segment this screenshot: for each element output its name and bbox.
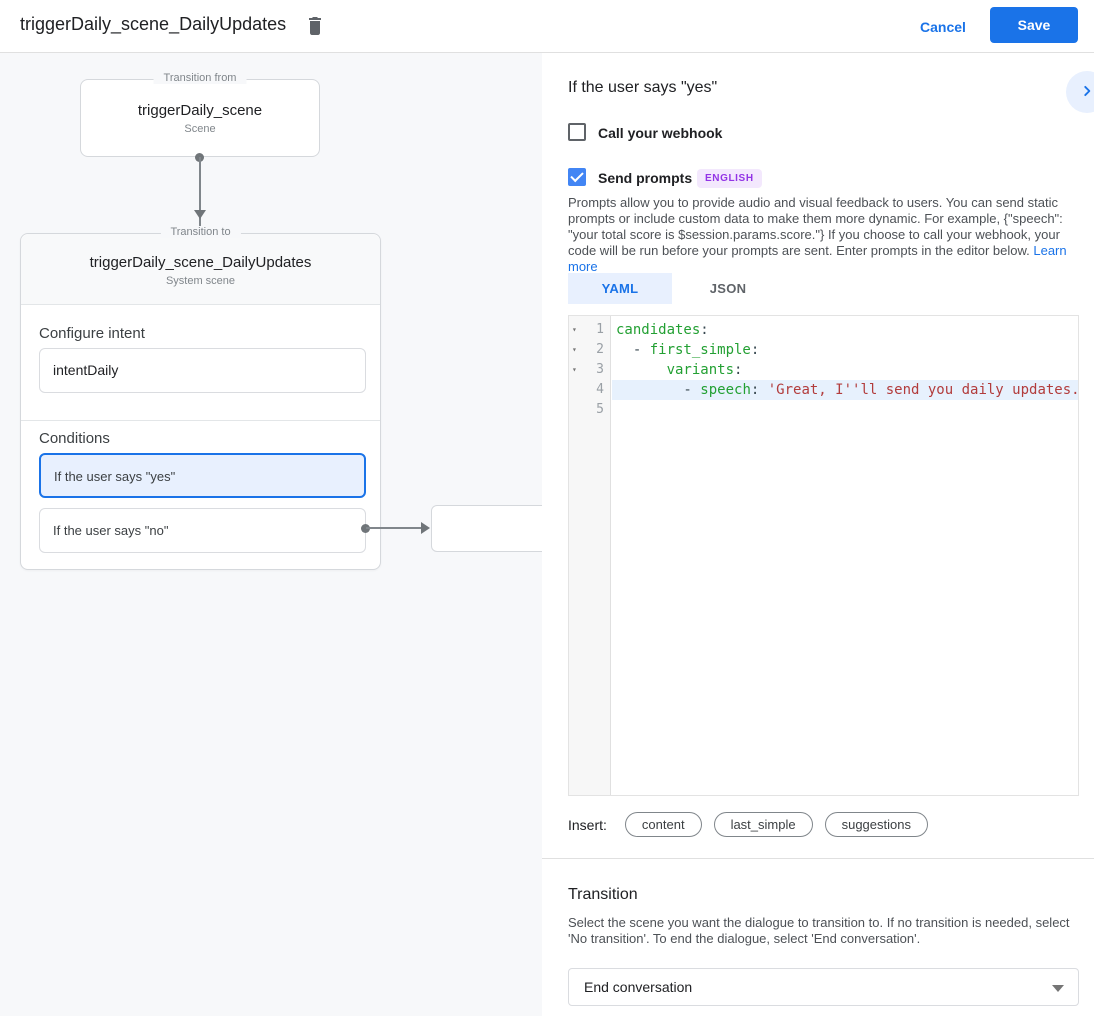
- insert-chip-content[interactable]: content: [624, 812, 702, 837]
- code-token: -: [616, 342, 650, 358]
- code-line-5[interactable]: 5: [569, 400, 1078, 420]
- code-line-1[interactable]: ▾ 1 candidates:: [569, 320, 1078, 340]
- cancel-button[interactable]: Cancel: [908, 9, 978, 45]
- send-prompts-label: Send prompts: [598, 170, 693, 186]
- condition-item-no[interactable]: If the user says "no": [39, 508, 366, 553]
- line-number: 4: [596, 382, 604, 397]
- code-text: - first_simple:: [612, 340, 1078, 360]
- condition-target-node[interactable]: [431, 505, 542, 552]
- code-token: variants: [666, 362, 735, 378]
- fold-arrow-icon[interactable]: ▾: [572, 325, 577, 334]
- transition-description: Select the scene you want the dialogue t…: [568, 915, 1070, 946]
- conditions-heading: Conditions: [39, 430, 110, 447]
- condition-connector-dot: [361, 524, 370, 533]
- transition-from-legend: Transition from: [153, 72, 247, 84]
- condition-label: If the user says "no": [53, 523, 169, 538]
- condition-label: If the user says "yes": [54, 469, 176, 484]
- call-webhook-label: Call your webhook: [598, 125, 723, 141]
- gutter-cell: 4: [569, 380, 612, 400]
- configure-intent-heading: Configure intent: [39, 325, 145, 342]
- code-token: :: [750, 342, 760, 358]
- editor-rows: ▾ 1 candidates: ▾ 2 - first_simple: ▾: [569, 320, 1078, 420]
- from-scene-name: triggerDaily_scene: [137, 102, 263, 119]
- code-token: candidates: [616, 322, 701, 338]
- prompts-description: Prompts allow you to provide audio and v…: [568, 195, 1080, 275]
- code-line-2[interactable]: ▾ 2 - first_simple:: [569, 340, 1078, 360]
- scene-card-header[interactable]: triggerDaily_scene_DailyUpdates System s…: [21, 234, 380, 305]
- card-divider: [21, 420, 380, 421]
- delete-button[interactable]: [302, 13, 328, 39]
- gutter-cell: 5: [569, 400, 612, 420]
- condition-detail-panel: If the user says "yes" Call your webhook…: [542, 53, 1094, 1016]
- code-token: :: [734, 362, 743, 378]
- code-text: candidates:: [612, 320, 1078, 340]
- transition-to-legend: Transition to: [160, 226, 241, 238]
- learn-more-link[interactable]: Learn more: [568, 243, 1067, 274]
- flow-connector-arrowhead: [194, 210, 206, 219]
- code-line-4[interactable]: 4 - speech: 'Great, I''ll send you daily…: [569, 380, 1078, 400]
- tab-yaml[interactable]: YAML: [568, 273, 672, 304]
- insert-label: Insert:: [568, 816, 607, 833]
- dropdown-caret-icon: [1052, 985, 1064, 992]
- tab-json[interactable]: JSON: [709, 281, 747, 296]
- gutter-cell: ▾ 2: [569, 340, 612, 360]
- line-number: 1: [596, 322, 604, 337]
- transition-to-node: Transition to triggerDaily_scene_DailyUp…: [20, 226, 381, 570]
- language-badge: ENGLISH: [697, 169, 762, 188]
- fold-arrow-icon[interactable]: ▾: [572, 365, 577, 374]
- save-button[interactable]: Save: [990, 7, 1078, 43]
- fold-arrow-icon[interactable]: ▾: [572, 345, 577, 354]
- line-number: 2: [596, 342, 604, 357]
- intent-name: intentDaily: [53, 362, 119, 378]
- flow-diagram-panel: Transition from triggerDaily_scene Scene…: [0, 53, 542, 1016]
- send-prompts-checkbox[interactable]: [568, 168, 586, 186]
- code-text: [612, 400, 1078, 420]
- gutter-cell: ▾ 3: [569, 360, 612, 380]
- from-scene-type: Scene: [184, 123, 216, 135]
- transition-from-node[interactable]: Transition from triggerDaily_scene Scene: [80, 72, 320, 157]
- gutter-cell: ▾ 1: [569, 320, 612, 340]
- collapse-panel-button[interactable]: [1066, 71, 1094, 113]
- section-divider: [542, 858, 1094, 859]
- transition-heading: Transition: [568, 886, 638, 903]
- code-token: [616, 362, 667, 378]
- chevron-right-icon: [1080, 85, 1094, 101]
- code-token: first_simple: [649, 342, 751, 358]
- code-line-3[interactable]: ▾ 3 variants:: [569, 360, 1078, 380]
- editor-tabs: YAML JSON: [568, 273, 784, 304]
- insert-chip-last-simple[interactable]: last_simple: [713, 812, 813, 837]
- transition-select[interactable]: End conversation: [568, 968, 1079, 1006]
- code-token: -: [616, 382, 701, 398]
- code-text: variants:: [612, 360, 1078, 380]
- code-token: speech: [700, 382, 751, 398]
- code-token: :: [750, 382, 768, 398]
- to-scene-name: triggerDaily_scene_DailyUpdates: [89, 254, 312, 271]
- trash-icon: [305, 16, 325, 39]
- top-bar: triggerDaily_scene_DailyUpdates Cancel S…: [0, 0, 1094, 53]
- page-title: triggerDaily_scene_DailyUpdates: [20, 14, 287, 34]
- line-number: 5: [596, 402, 604, 417]
- yaml-code-editor[interactable]: ▾ 1 candidates: ▾ 2 - first_simple: ▾: [568, 315, 1079, 796]
- condition-item-yes[interactable]: If the user says "yes": [39, 453, 366, 498]
- to-scene-type: System scene: [165, 275, 236, 287]
- condition-connector-line: [366, 527, 422, 529]
- prompts-description-text: Prompts allow you to provide audio and v…: [568, 195, 1063, 258]
- code-token: :: [700, 322, 709, 338]
- line-number: 3: [596, 362, 604, 377]
- insert-toolbar: Insert: content last_simple suggestions: [568, 812, 940, 837]
- intent-item[interactable]: intentDaily: [39, 348, 366, 393]
- insert-chip-suggestions[interactable]: suggestions: [824, 812, 928, 837]
- transition-select-value: End conversation: [584, 979, 693, 995]
- code-text: - speech: 'Great, I''ll send you daily u…: [612, 380, 1078, 400]
- editor-gutter: [569, 316, 611, 795]
- call-webhook-checkbox[interactable]: [568, 123, 586, 141]
- code-token: 'Great, I''ll send you daily updates.: [767, 382, 1078, 398]
- condition-connector-arrowhead: [421, 522, 430, 534]
- panel-heading: If the user says "yes": [568, 79, 718, 96]
